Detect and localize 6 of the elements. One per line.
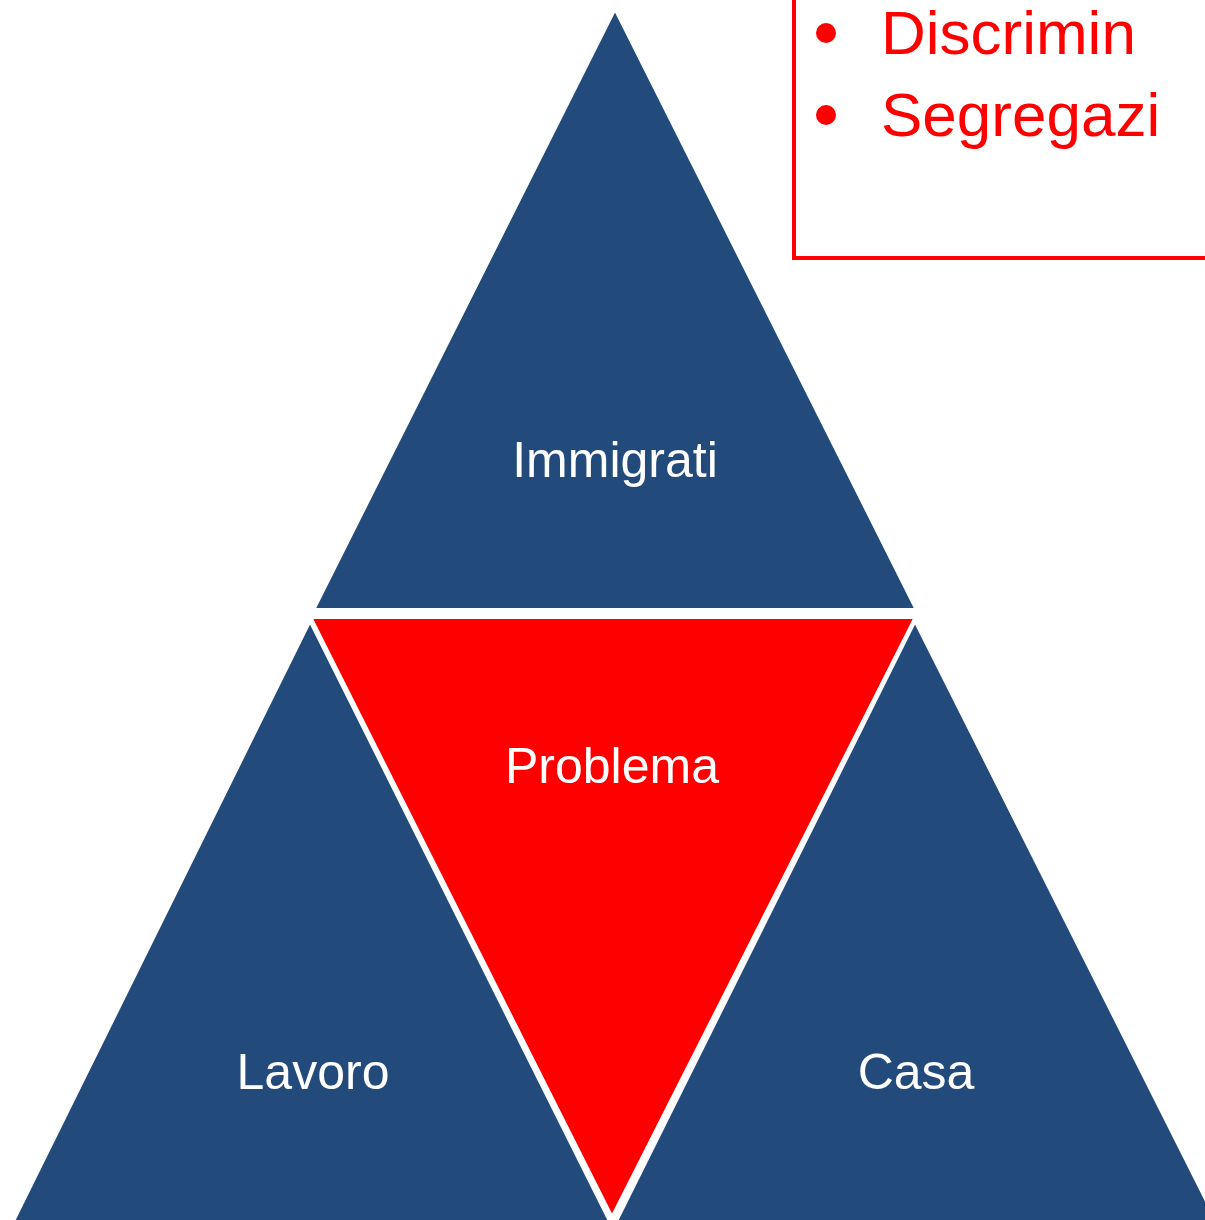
list-item: Discrimin	[881, 2, 1136, 64]
triangle-label: Problema	[505, 741, 719, 791]
triangle-label: Lavoro	[236, 1047, 390, 1097]
triangle-label: Casa	[857, 1047, 975, 1097]
text-box	[792, 0, 1205, 260]
triangle-label: Immigrati	[512, 435, 718, 485]
